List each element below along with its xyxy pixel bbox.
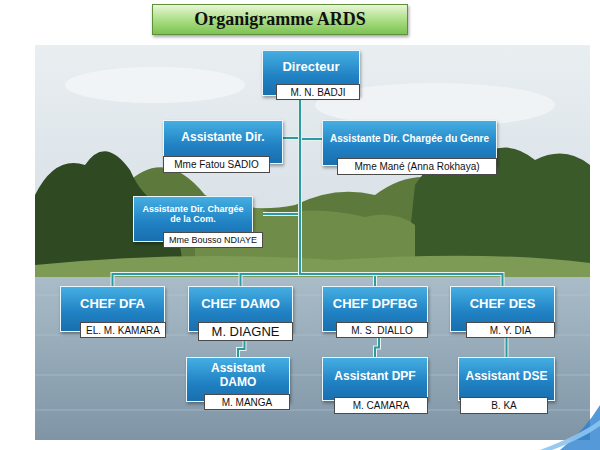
connector-halo [505, 338, 509, 357]
heading-text: Assistant DSE [465, 370, 547, 384]
org-connector [113, 100, 301, 286]
person-name: M. S. DIALLO [351, 325, 413, 336]
person-name: M. Y. DIA [490, 325, 531, 336]
org-node: Directeur M. N. BADJI [262, 50, 360, 100]
person-name: Mme Fatou SADIO [174, 159, 258, 170]
person-name: Mme Mané (Anna Rokhaya) [354, 161, 479, 172]
person-name: M. MANGA [222, 397, 273, 408]
org-node: CHEF DES M. Y. DIA [450, 286, 555, 338]
org-connector [300, 100, 322, 139]
org-node: Assistante Dir. Mme Fatou SADIO [163, 120, 283, 173]
name-label: M. MANGA [204, 394, 290, 410]
org-connector [300, 100, 503, 286]
org-node: Assistante Dir. Chargée du GenreMme Mané… [322, 120, 497, 175]
name-label: M. S. DIALLO [336, 322, 428, 338]
heading-text: CHEF DPFBG [333, 297, 418, 312]
heading-text: CHEF DAMO [201, 297, 280, 312]
org-connector [238, 341, 245, 357]
heading-text: Assistant DPF [334, 370, 415, 384]
heading-text: Assistant DAMO [193, 362, 283, 390]
heading-text: Directeur [282, 60, 339, 75]
heading-text: Assistante Dir. Chargée de la Com. [140, 204, 246, 225]
heading-panel: Assistant DPF [322, 357, 428, 401]
org-node: CHEF DFA EL. M. KAMARA [60, 286, 166, 338]
name-label: M. CAMARA [334, 397, 428, 414]
heading-panel: Assistant DSE [458, 357, 555, 401]
heading-text: Assistante Dir. [181, 131, 264, 145]
name-label: EL. M. KAMARA [80, 322, 166, 338]
person-name: Mme Bousso NDIAYE [169, 235, 257, 245]
org-node: Assistante Dir. Chargée de la Com. Mme Bo… [133, 196, 263, 248]
org-node: Assistant DPF M. CAMARA [322, 357, 428, 414]
org-node: CHEF DAMO M. DIAGNE [188, 286, 293, 341]
name-label: Mme Mané (Anna Rokhaya) [337, 158, 497, 175]
heading-text: Assistante Dir. Chargée du Genre [330, 133, 489, 145]
connector-halo [300, 100, 322, 139]
heading-text: CHEF DES [470, 297, 536, 312]
org-connector [506, 338, 508, 357]
org-node: CHEF DPFBG M. S. DIALLO [322, 286, 428, 338]
name-label: Mme Bousso NDIAYE [163, 232, 263, 248]
person-name: EL. M. KAMARA [86, 325, 160, 336]
connector-halo [238, 341, 245, 357]
org-node: Assistant DAMO M. MANGA [186, 357, 290, 410]
person-name: B. KA [491, 400, 517, 411]
org-node: Assistant DSE B. KA [458, 357, 555, 414]
connector-halo [283, 100, 300, 138]
title-box: Organigramme ARDS [152, 4, 408, 35]
connector-halo [375, 338, 379, 357]
person-name: M. N. BADJI [290, 87, 345, 98]
heading-text: CHEF DFA [80, 297, 145, 312]
connector-halo [113, 100, 301, 286]
org-connector [375, 338, 379, 357]
name-label: B. KA [460, 397, 548, 414]
person-name: M. DIAGNE [212, 324, 280, 339]
name-label: Mme Fatou SADIO [163, 156, 270, 173]
name-label: M. Y. DIA [466, 322, 555, 338]
name-label: M. N. BADJI [276, 84, 360, 100]
diagram-title: Organigramme ARDS [194, 9, 365, 30]
connector-halo [300, 100, 503, 286]
name-label: M. DIAGNE [198, 322, 293, 341]
person-name: M. CAMARA [353, 400, 410, 411]
org-connector [283, 100, 300, 138]
